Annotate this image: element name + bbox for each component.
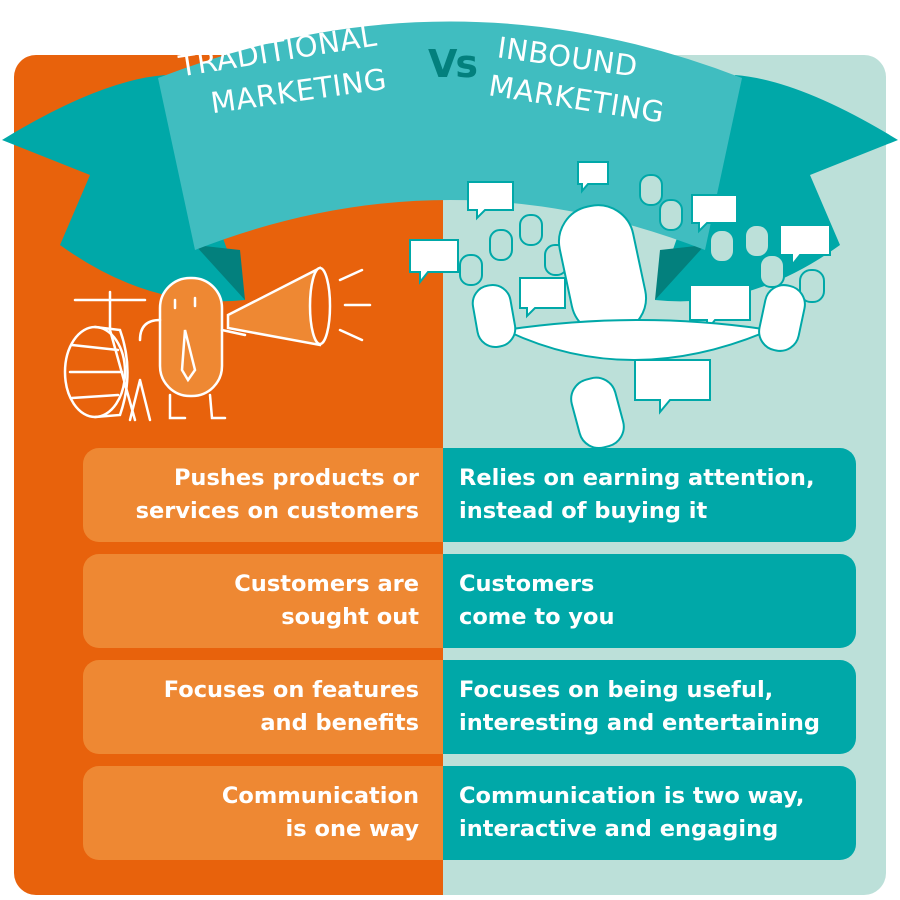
row-text-line: and benefits <box>260 710 419 736</box>
inbound-row-1: Relies on earning attention, instead of b… <box>443 448 856 542</box>
row-text-line: Communication is two way, <box>459 783 805 809</box>
row-text-line: come to you <box>459 604 615 630</box>
row-text-line: Customers <box>459 571 595 597</box>
inbound-row-3: Focuses on being useful, interesting and … <box>443 660 856 754</box>
row-text-line: interactive and engaging <box>459 816 779 842</box>
banner-vs: Vs <box>428 42 478 86</box>
row-text-line: Relies on earning attention, <box>459 465 815 491</box>
right-mascot-icon <box>758 284 806 352</box>
traditional-row-1: Pushes products or services on customers <box>83 448 443 542</box>
row-text-line: Communication <box>221 783 419 809</box>
banner-center <box>158 21 742 250</box>
traditional-row-2: Customers are sought out <box>83 554 443 648</box>
speech-bubble-icons <box>409 161 831 415</box>
traditional-row-3: Focuses on features and benefits <box>83 660 443 754</box>
bottom-mascot-icon <box>570 376 625 450</box>
crowd-face-icons <box>459 174 825 303</box>
row-text-line: Customers are <box>234 571 419 597</box>
inbound-row-2: Customers come to you <box>443 554 856 648</box>
left-mascot-icon <box>471 284 517 348</box>
row-text-line: is one way <box>285 816 419 842</box>
row-text-line: sought out <box>281 604 419 630</box>
row-text-line: Focuses on features <box>163 677 419 703</box>
row-text-line: instead of buying it <box>459 498 708 524</box>
row-text-line: Focuses on being useful, <box>459 677 774 703</box>
inbound-row-4: Communication is two way, interactive and… <box>443 766 856 860</box>
traditional-row-4: Communication is one way <box>83 766 443 860</box>
row-text-line: services on customers <box>135 498 419 524</box>
row-text-line: Pushes products or <box>173 465 419 491</box>
row-text-line: interesting and entertaining <box>459 710 820 736</box>
